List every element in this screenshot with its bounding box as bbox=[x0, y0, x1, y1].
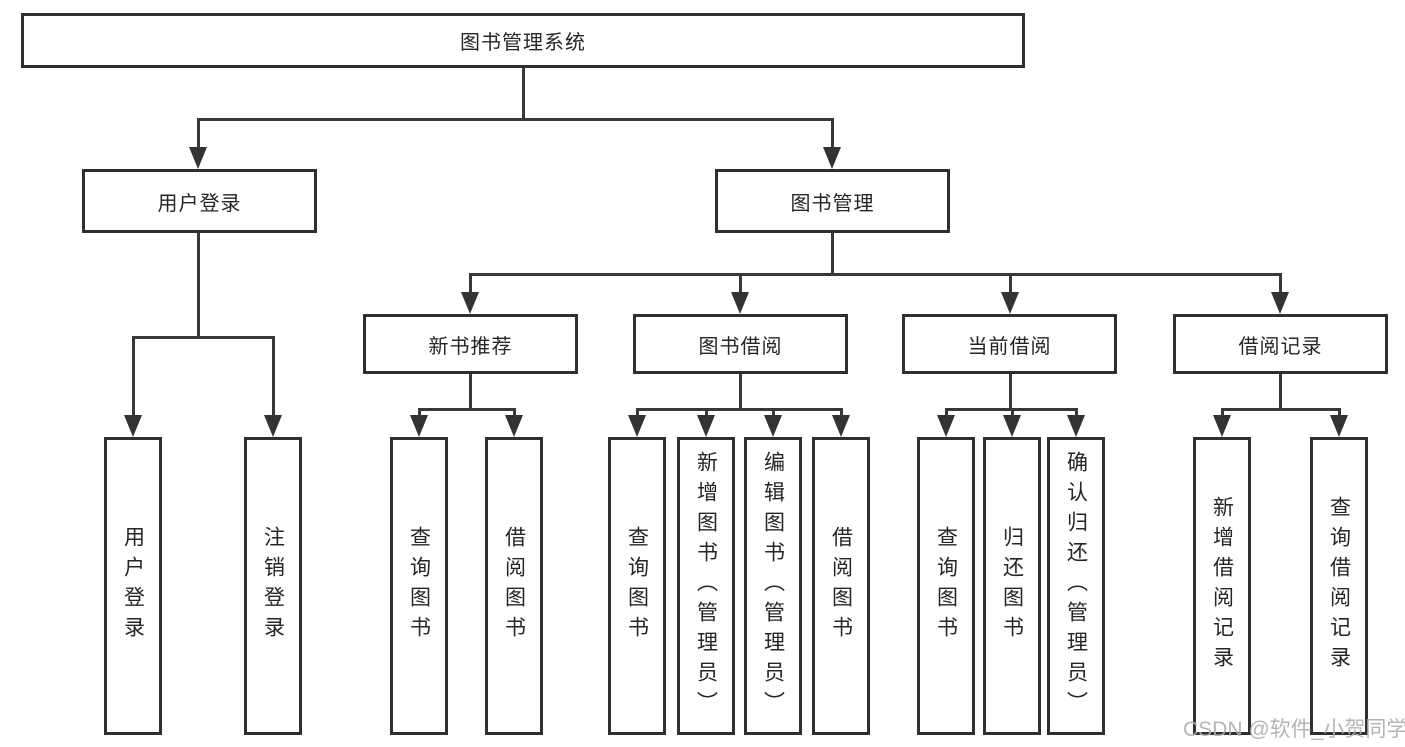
leaf-edit-book-admin: 编辑图书（管理员） bbox=[744, 437, 802, 735]
connector-recommend-bar bbox=[418, 408, 516, 411]
arrow-to-leaf-logout-icon bbox=[264, 415, 282, 437]
leaf-borrow-book: 借阅图书 bbox=[812, 437, 870, 735]
arrow-to-user-login-icon bbox=[189, 147, 207, 169]
connector-leaf-drop bbox=[1075, 408, 1078, 418]
node-book-management: 图书管理 bbox=[715, 169, 950, 233]
leaf-user-login-label: 用户登录 bbox=[121, 526, 145, 646]
connector-book-mgmt-drop bbox=[831, 118, 834, 152]
connector-leaf-drop bbox=[772, 408, 775, 418]
connector-recommend-stem bbox=[469, 374, 472, 410]
leaf-user-login: 用户登录 bbox=[104, 437, 162, 735]
node-root: 图书管理系统 bbox=[21, 13, 1025, 68]
connector-level2-bar bbox=[469, 273, 1282, 276]
node-book-borrow: 图书借阅 bbox=[633, 314, 848, 374]
leaf-edit-book-admin-label: 编辑图书（管理员） bbox=[761, 451, 785, 721]
connector-leaf-drop bbox=[945, 408, 948, 418]
connector-leaf-logout-drop bbox=[272, 336, 275, 418]
leaf-logout-label: 注销登录 bbox=[261, 526, 285, 646]
leaf-add-book-admin-label: 新增图书（管理员） bbox=[694, 451, 718, 721]
connector-leaf-drop bbox=[418, 408, 421, 418]
leaf-return-book: 归还图书 bbox=[983, 437, 1041, 735]
connector-leaf-drop bbox=[636, 408, 639, 418]
leaf-borrow-book-label: 借阅图书 bbox=[829, 526, 853, 646]
leaf-recommend-borrow-book: 借阅图书 bbox=[485, 437, 543, 735]
connector-root-stem bbox=[522, 68, 525, 118]
arrow-to-leaf-login-icon bbox=[124, 415, 142, 437]
arrow-to-leaf-icon bbox=[505, 415, 523, 437]
connector-recommend-drop bbox=[469, 273, 472, 297]
node-borrow-records-label: 借阅记录 bbox=[1238, 335, 1323, 358]
arrow-to-leaf-icon bbox=[628, 415, 646, 437]
connector-leaf-drop bbox=[513, 408, 516, 418]
connector-borrow-stem bbox=[739, 374, 742, 410]
arrow-to-borrow-icon bbox=[731, 292, 749, 314]
leaf-recommend-query-book-label: 查询图书 bbox=[407, 526, 431, 646]
node-root-label: 图书管理系统 bbox=[460, 32, 586, 54]
connector-current-stem bbox=[1009, 374, 1012, 410]
connector-records-bar bbox=[1221, 408, 1340, 411]
leaf-borrow-query-book-label: 查询图书 bbox=[625, 526, 649, 646]
node-current-borrow: 当前借阅 bbox=[902, 314, 1117, 374]
connector-borrow-bar bbox=[636, 408, 842, 411]
leaf-logout: 注销登录 bbox=[244, 437, 302, 735]
leaf-confirm-return-admin-label: 确认归还（管理员） bbox=[1064, 451, 1088, 721]
arrow-to-leaf-icon bbox=[832, 415, 850, 437]
connector-leaf-login-drop bbox=[132, 336, 135, 418]
connector-leaf-drop bbox=[1011, 408, 1014, 418]
csdn-watermark: CSDN @软件_小贺同学 bbox=[1183, 718, 1405, 741]
connector-records-drop bbox=[1279, 273, 1282, 297]
arrow-to-leaf-icon bbox=[697, 415, 715, 437]
arrow-to-leaf-icon bbox=[1067, 415, 1085, 437]
leaf-add-borrow-record-label: 新增借阅记录 bbox=[1210, 496, 1234, 676]
connector-user-login-drop bbox=[197, 118, 200, 152]
arrow-to-leaf-icon bbox=[1213, 415, 1231, 437]
arrow-to-leaf-icon bbox=[764, 415, 782, 437]
leaf-borrow-query-book: 查询图书 bbox=[608, 437, 666, 735]
leaf-recommend-query-book: 查询图书 bbox=[390, 437, 448, 735]
arrow-to-leaf-icon bbox=[410, 415, 428, 437]
connector-leaf-drop bbox=[1338, 408, 1341, 418]
connector-book-mgmt-stem bbox=[831, 233, 834, 275]
leaf-add-book-admin: 新增图书（管理员） bbox=[677, 437, 735, 735]
arrow-to-current-icon bbox=[1001, 292, 1019, 314]
connector-leaf-drop bbox=[1221, 408, 1224, 418]
arrow-to-book-mgmt-icon bbox=[823, 147, 841, 169]
leaf-query-borrow-record-label: 查询借阅记录 bbox=[1327, 496, 1351, 676]
connector-records-stem bbox=[1279, 374, 1282, 410]
arrow-to-leaf-icon bbox=[1330, 415, 1348, 437]
connector-leaf-drop bbox=[705, 408, 708, 418]
leaf-recommend-borrow-book-label: 借阅图书 bbox=[502, 526, 526, 646]
leaf-query-borrow-record: 查询借阅记录 bbox=[1310, 437, 1368, 735]
arrow-to-leaf-icon bbox=[937, 415, 955, 437]
arrow-to-recommend-icon bbox=[461, 292, 479, 314]
node-book-borrow-label: 图书借阅 bbox=[698, 335, 783, 358]
leaf-return-book-label: 归还图书 bbox=[1000, 526, 1024, 646]
connector-user-login-stem bbox=[197, 233, 200, 338]
connector-current-drop bbox=[1009, 273, 1012, 297]
connector-level1-bar bbox=[197, 118, 834, 121]
node-borrow-records: 借阅记录 bbox=[1173, 314, 1388, 374]
leaf-current-query-book-label: 查询图书 bbox=[934, 526, 958, 646]
node-book-management-label: 图书管理 bbox=[790, 192, 875, 215]
node-new-book-recommend-label: 新书推荐 bbox=[428, 335, 513, 358]
node-current-borrow-label: 当前借阅 bbox=[967, 335, 1052, 358]
connector-borrow-drop bbox=[739, 273, 742, 297]
connector-leaf-drop bbox=[840, 408, 843, 418]
connector-user-login-bar bbox=[132, 336, 275, 339]
leaf-add-borrow-record: 新增借阅记录 bbox=[1193, 437, 1251, 735]
leaf-current-query-book: 查询图书 bbox=[917, 437, 975, 735]
arrow-to-records-icon bbox=[1271, 292, 1289, 314]
leaf-confirm-return-admin: 确认归还（管理员） bbox=[1047, 437, 1105, 735]
node-user-login: 用户登录 bbox=[82, 169, 317, 233]
arrow-to-leaf-icon bbox=[1003, 415, 1021, 437]
node-user-login-label: 用户登录 bbox=[157, 192, 242, 215]
node-new-book-recommend: 新书推荐 bbox=[363, 314, 578, 374]
